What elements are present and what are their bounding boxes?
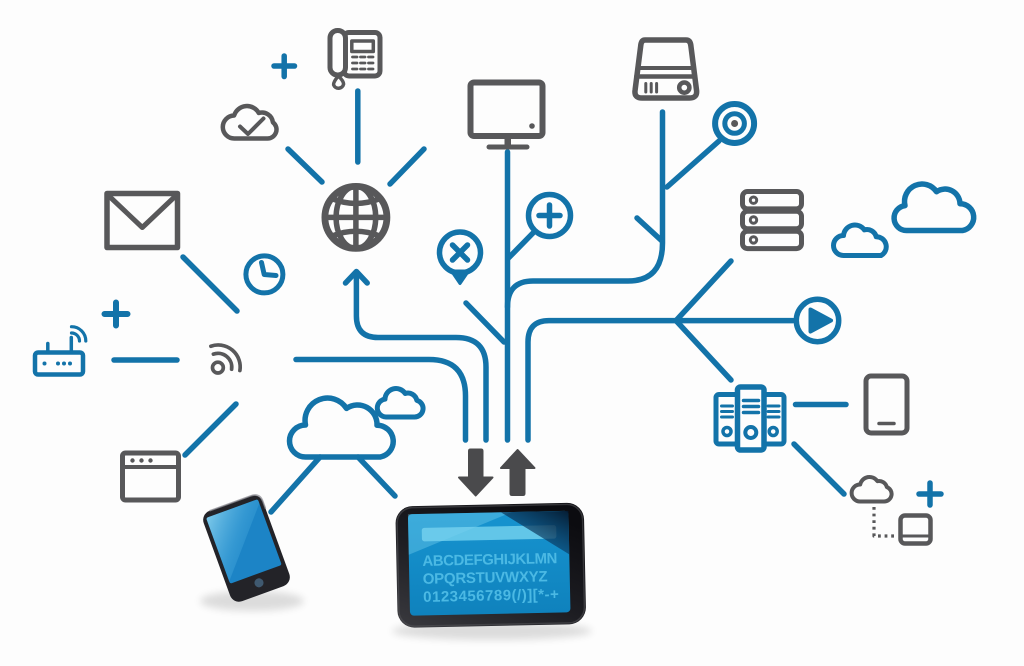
svg-text:0123456789(/)][*-+: 0123456789(/)][*-+ <box>423 586 559 606</box>
svg-text:OPQRSTUVWXYZ: OPQRSTUVWXYZ <box>423 568 548 588</box>
svg-text:ABCDEFGHIJKLMN: ABCDEFGHIJKLMN <box>422 550 557 570</box>
